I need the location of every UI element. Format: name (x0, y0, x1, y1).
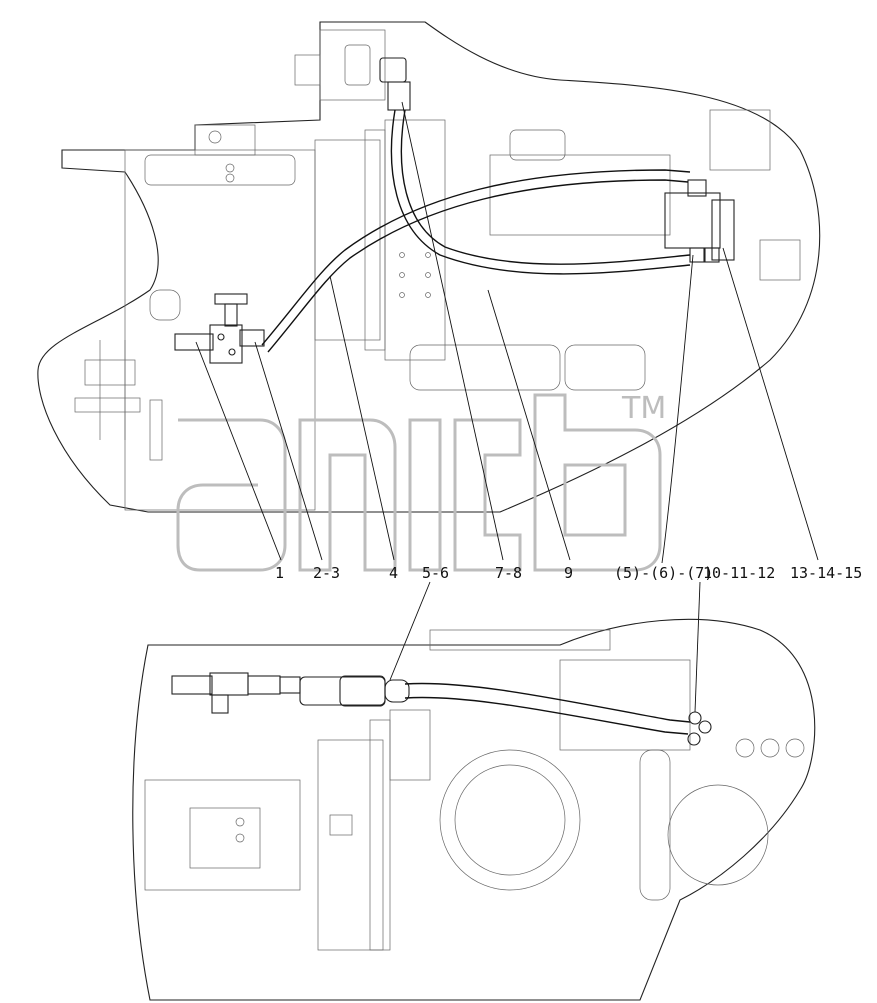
hose-lines (261, 109, 691, 353)
top-view (37, 21, 821, 513)
label-part-1: 1 (275, 564, 284, 582)
label-part-7-8: 7-8 (495, 564, 522, 582)
label-part-5-6: 5-6 (422, 564, 449, 582)
watermark-logo: TM (176, 391, 666, 572)
valve (174, 293, 265, 364)
leader-lines (195, 101, 819, 713)
label-part-4: 4 (389, 564, 398, 582)
watermark-tm: TM (621, 391, 666, 426)
part-labels: 1 2-3 4 5-6 7-8 9 (5)-(6)-(7) 10-11-12 1… (275, 564, 862, 582)
label-part-5-6-7-bracketed: (5)-(6)-(7) (614, 564, 713, 582)
filter-block (664, 179, 735, 263)
label-part-2-3: 2-3 (313, 564, 340, 582)
label-part-13-14-15: 13-14-15 (790, 564, 862, 582)
label-part-10-11-12: 10-11-12 (703, 564, 775, 582)
label-part-9: 9 (564, 564, 573, 582)
bottom-view (132, 618, 816, 1001)
